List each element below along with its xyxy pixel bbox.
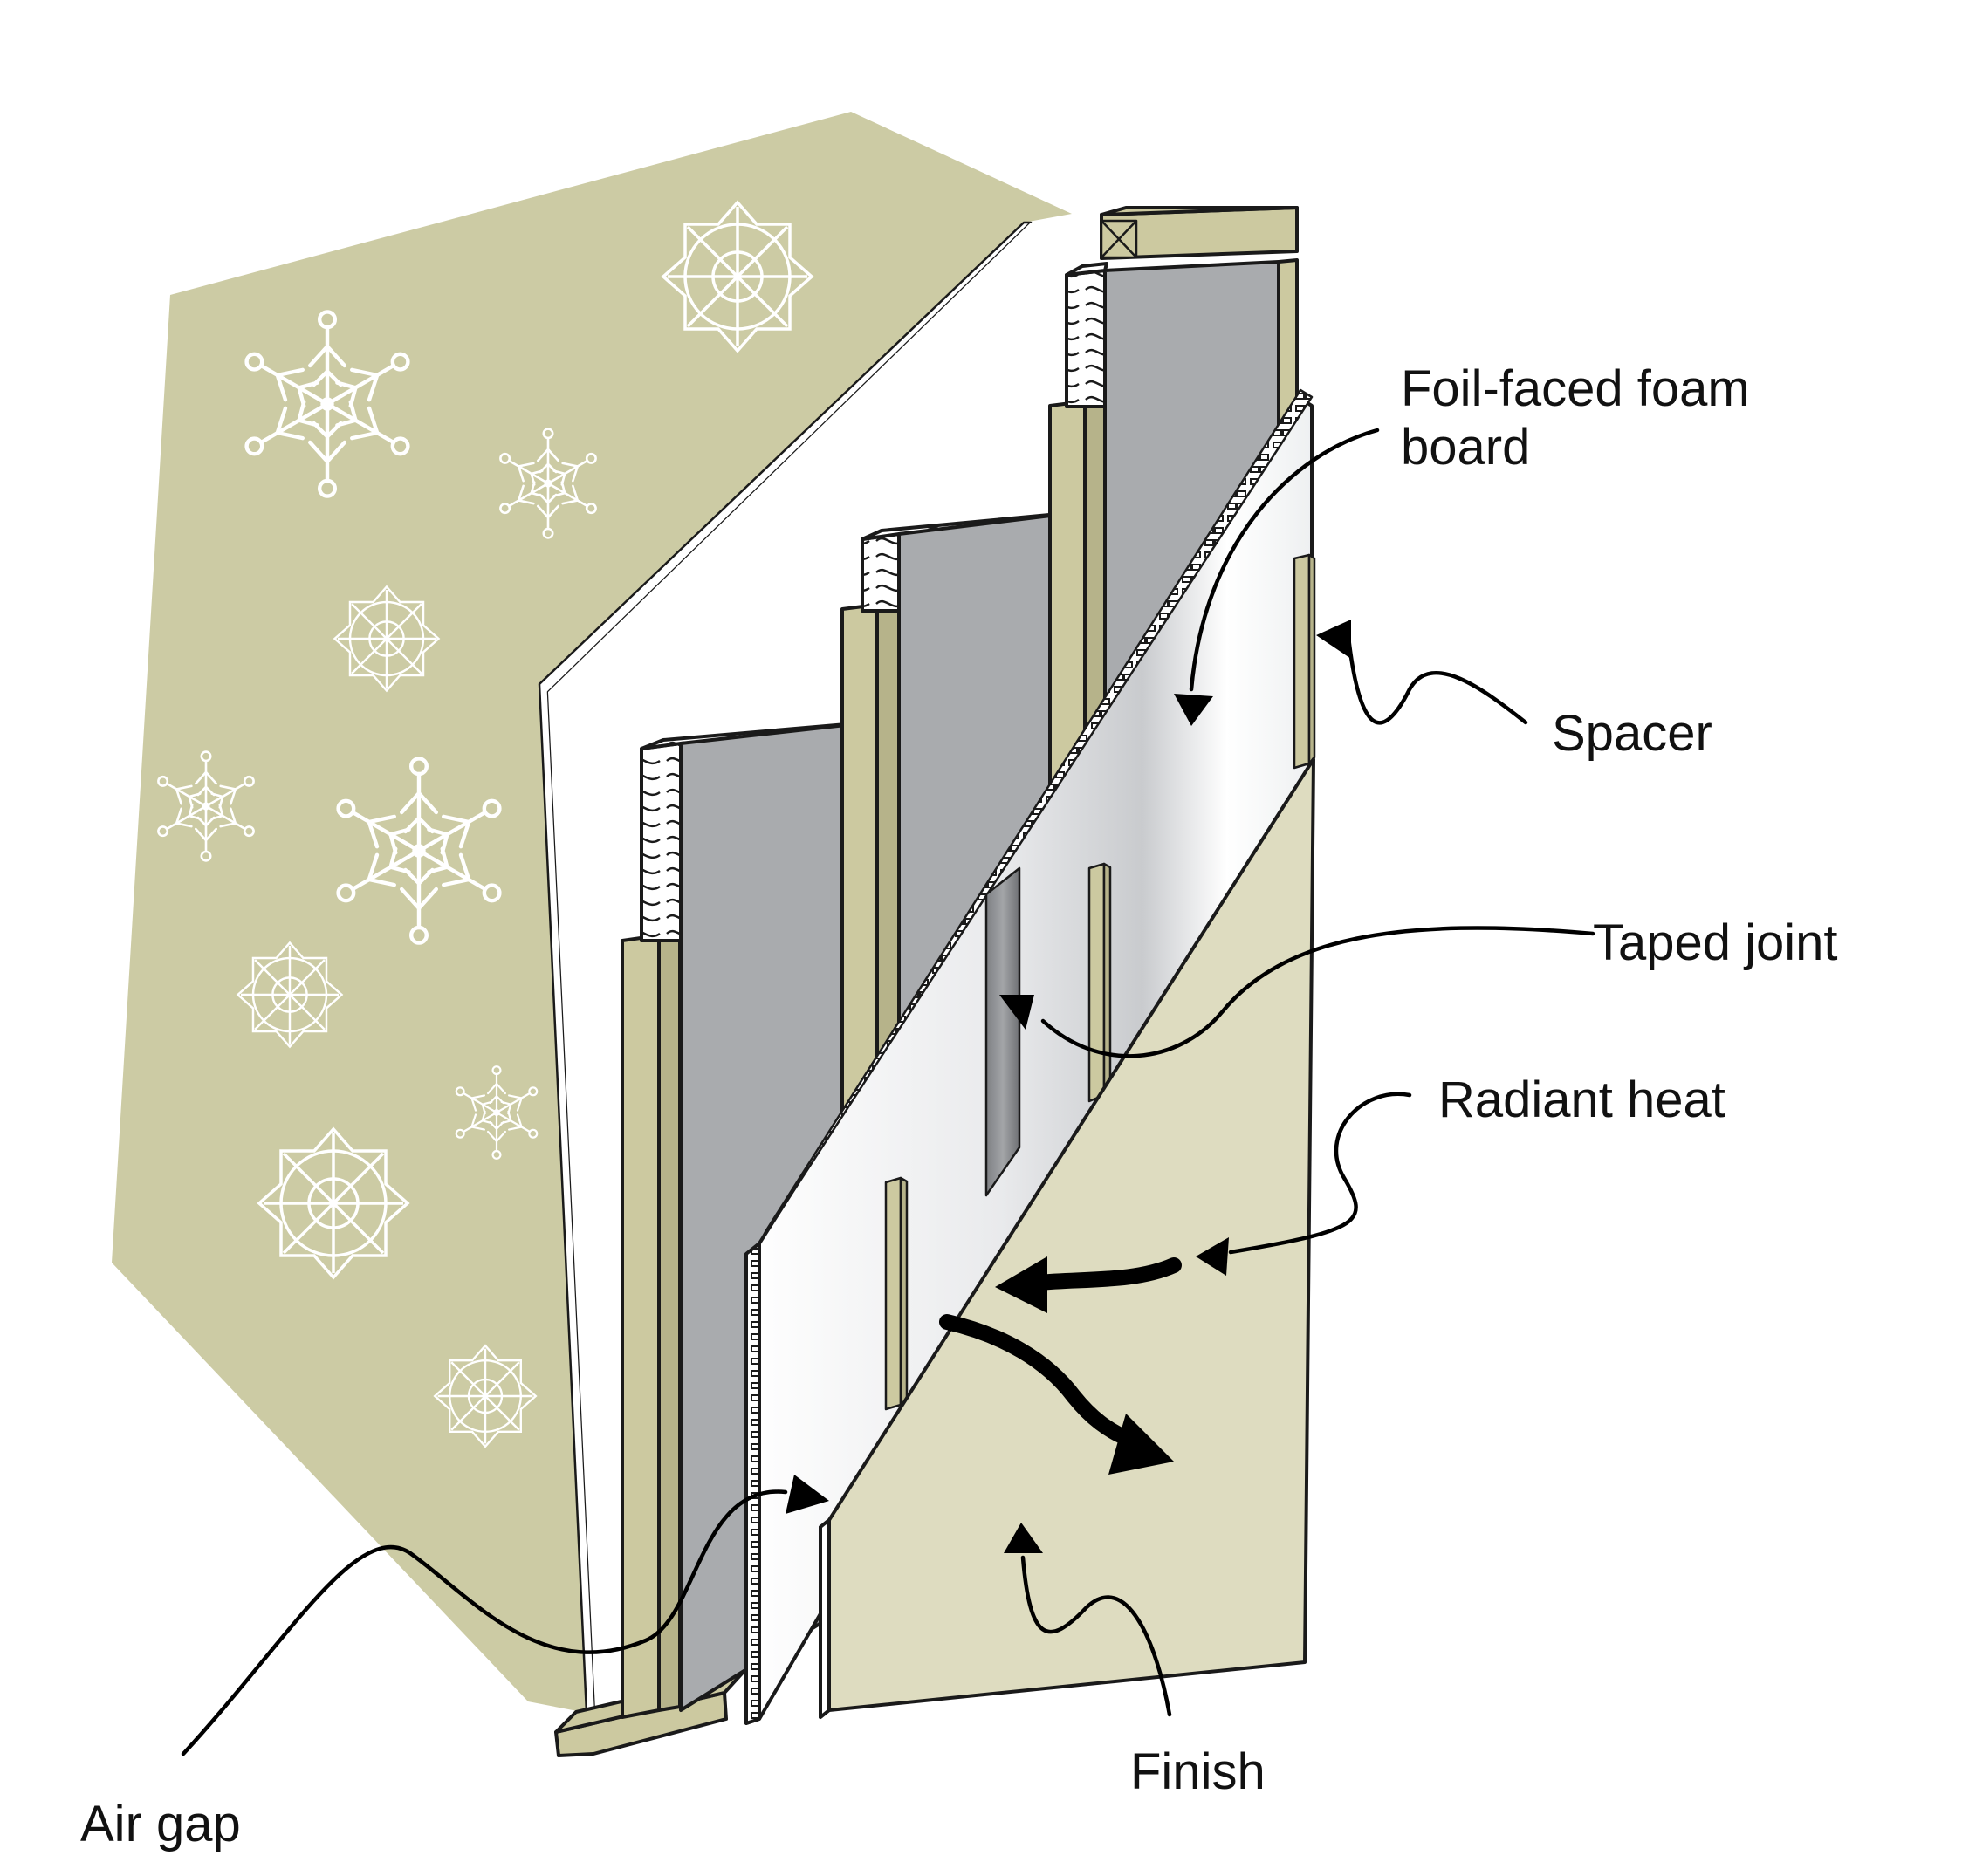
label-air-gap: Air gap bbox=[80, 1796, 241, 1852]
air-gap-leader-arrow bbox=[786, 1475, 829, 1514]
label-foil-line2: board bbox=[1401, 419, 1530, 476]
taped-joint-leader bbox=[1040, 926, 1595, 1058]
radiant-heat-leader-arrow bbox=[1196, 1237, 1229, 1276]
label-taped-joint: Taped joint bbox=[1593, 914, 1838, 971]
stud-left bbox=[621, 930, 682, 1719]
label-finish: Finish bbox=[1130, 1743, 1266, 1800]
label-foil-line1: Foil-faced foam bbox=[1401, 360, 1750, 417]
radiant-heat-arrow-icon bbox=[939, 1256, 1182, 1475]
spacer-leader bbox=[1346, 634, 1528, 725]
label-spacer: Spacer bbox=[1552, 705, 1712, 762]
radiant-heat-leader bbox=[1228, 1092, 1412, 1255]
foil-leader-arrow bbox=[1174, 694, 1213, 726]
leader-lines bbox=[181, 428, 1595, 1756]
taped-joint-leader-arrow bbox=[999, 995, 1034, 1030]
top-plate bbox=[1100, 206, 1299, 260]
exterior-sheathing bbox=[112, 112, 1072, 1713]
finish-leader-arrow bbox=[1004, 1523, 1043, 1553]
air-gap-leader bbox=[181, 1489, 788, 1756]
finish-leader bbox=[1020, 1555, 1172, 1717]
label-radiant-heat: Radiant heat bbox=[1438, 1072, 1725, 1128]
finish-panel bbox=[819, 757, 1315, 1719]
spacer-leader-arrow bbox=[1316, 620, 1351, 659]
foil-leader bbox=[1189, 428, 1380, 692]
taped-joint-strip bbox=[984, 866, 1021, 1197]
